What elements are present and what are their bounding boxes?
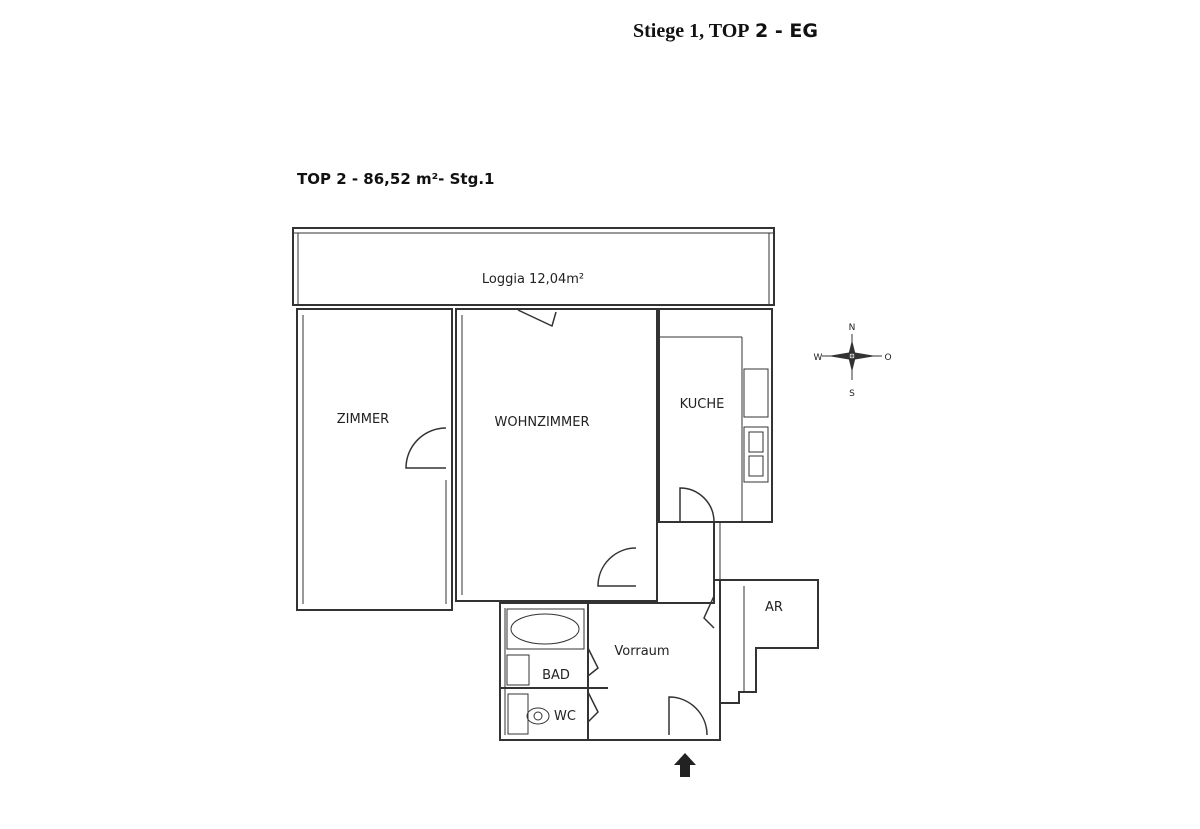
ar-outline — [714, 579, 819, 704]
kueche-outline — [658, 308, 773, 523]
label-zimmer: ZIMMER — [337, 412, 389, 427]
door-wohnzimmer — [597, 547, 637, 587]
door-entrance — [668, 696, 708, 736]
vorraum-wall — [588, 522, 715, 604]
door-kueche — [679, 487, 715, 523]
door-wc — [587, 691, 599, 723]
door-bad — [587, 647, 599, 677]
page-header: Stiege 1, TOP 2 - EG — [633, 20, 818, 43]
wc-tank — [507, 693, 529, 735]
compass-south: S — [849, 389, 855, 399]
door-loggia — [517, 309, 557, 328]
label-loggia: Loggia 12,04m² — [482, 272, 584, 287]
wohnzimmer-outline — [455, 308, 658, 602]
toilet-bowl — [526, 707, 550, 725]
compass-rose-icon: N S W O — [814, 323, 892, 399]
bathtub — [506, 608, 585, 650]
door-zimmer — [405, 427, 447, 469]
label-ar: AR — [765, 600, 783, 615]
compass-north: N — [849, 323, 856, 333]
arrow-up-icon — [674, 753, 696, 777]
bad-wc-outline — [499, 602, 589, 741]
label-wc: WC — [554, 709, 576, 724]
label-wohnzimmer: WOHNZIMMER — [494, 415, 589, 430]
zimmer-outline — [296, 308, 453, 611]
sink — [506, 654, 530, 686]
label-kueche: KUCHE — [680, 397, 725, 412]
plan-title: TOP 2 - 86,52 m²- Stg.1 — [297, 170, 495, 188]
compass-east: O — [884, 353, 891, 363]
walls — [292, 227, 819, 741]
label-vorraum: Vorraum — [614, 644, 669, 659]
loggia-outline — [292, 227, 775, 306]
door-ar — [703, 595, 715, 629]
header-suffix: 2 - EG — [755, 20, 818, 42]
header-prefix: Stiege 1, TOP — [633, 20, 750, 42]
label-bad: BAD — [542, 668, 570, 683]
compass-west: W — [814, 353, 823, 363]
